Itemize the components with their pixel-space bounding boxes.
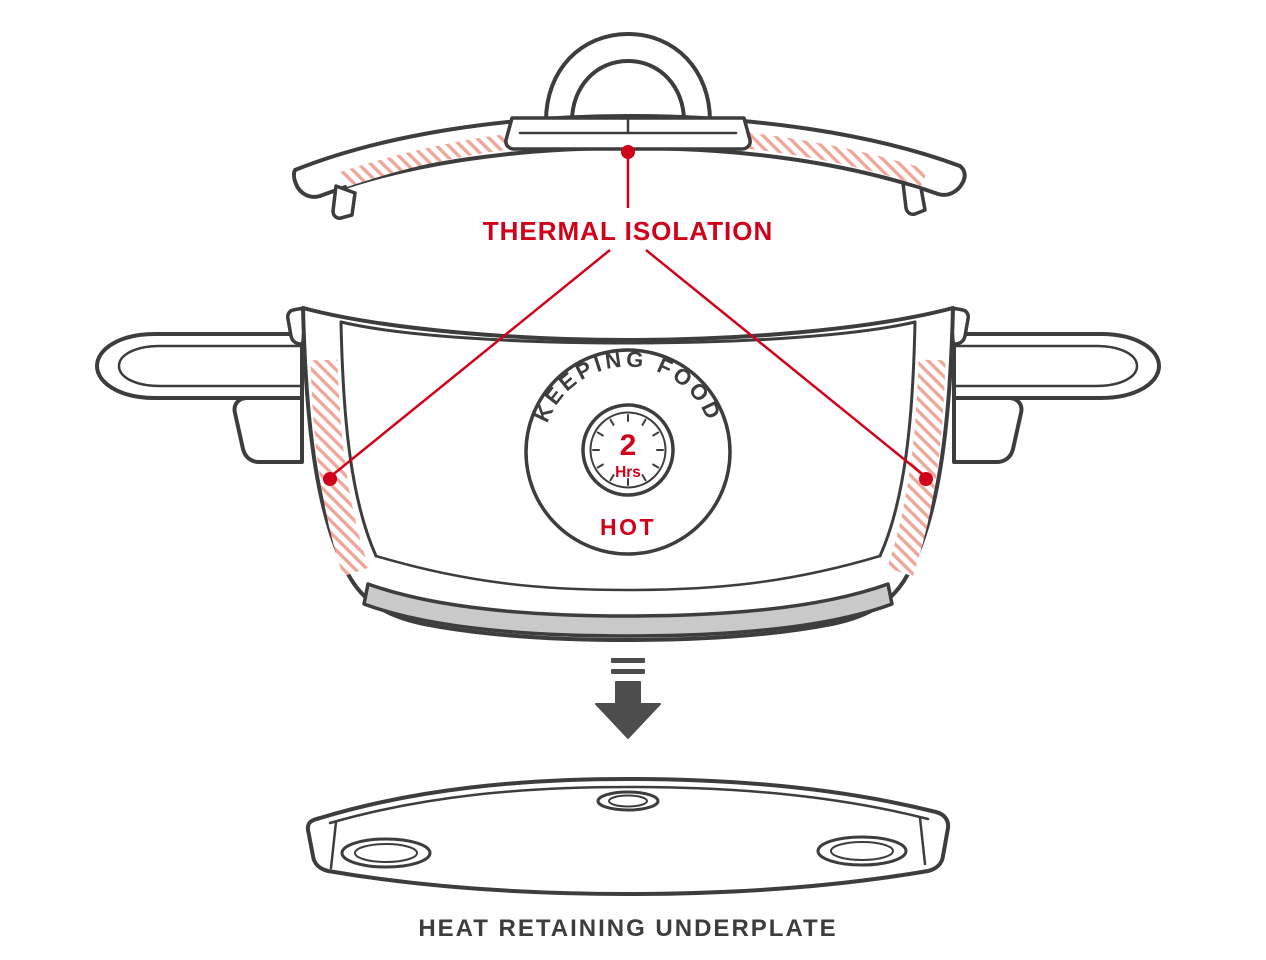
pot-handle-bracket (232, 396, 304, 464)
annotation-dot-right-wall (919, 472, 933, 486)
clock-icon: 2 Hrs (581, 403, 675, 497)
pot-right-handle (950, 306, 1161, 464)
clock-ticks (592, 414, 664, 486)
badge-hours-value: 2 (620, 429, 637, 462)
underplate-foot-left (340, 837, 432, 869)
pot-handle-grip (95, 332, 304, 400)
pot-inner-wall-right (878, 320, 917, 558)
badge-hours-unit: Hrs (615, 464, 641, 481)
annotation-line-left-wall (329, 249, 611, 478)
underplate-center-recess (596, 790, 660, 812)
annotation-line-right-wall (645, 249, 927, 478)
underplate-seam-left (329, 820, 338, 870)
transfer-indicator (595, 658, 661, 739)
pot-handle-grip-inner (117, 344, 304, 388)
underplate-rim-line (328, 785, 930, 825)
pot-inner-wall-left (339, 320, 378, 558)
underplate-label: HEAT RETAINING UNDERPLATE (418, 915, 837, 942)
annotation-dot-lid (621, 145, 635, 159)
pot-cavity-bottom (374, 554, 882, 592)
pot-rim-inner-arc (339, 320, 917, 345)
pot-insulation-right (887, 359, 946, 577)
clock-outer-ring (581, 403, 675, 497)
thermal-isolation-label: THERMAL ISOLATION (483, 216, 773, 246)
pot-rim-lip (286, 306, 306, 346)
lid-insulation-hatch (340, 126, 928, 187)
lid-left-lip (331, 184, 357, 220)
badge-state-text: HOT (600, 514, 656, 540)
lid-body (291, 114, 967, 199)
annotation-dot-left-wall (323, 472, 337, 486)
lid-right-lip (901, 181, 927, 216)
down-arrow-icon (595, 681, 661, 739)
pot-base-layer (362, 582, 894, 638)
lid-illustration (291, 32, 967, 220)
annotation-thermal-isolation: THERMAL ISOLATION (323, 145, 933, 486)
underplate-illustration (305, 777, 951, 896)
keeping-food-badge: KEEPING FOOD (524, 346, 732, 556)
equals-icon (611, 658, 645, 674)
lid-knob-mount (504, 116, 752, 151)
underplate-foot-right (816, 835, 908, 867)
underplate-seam-right (918, 816, 927, 866)
lid-handle (544, 32, 712, 123)
clock-inner-ring (589, 411, 667, 489)
pot-insulation-left (310, 359, 369, 577)
pot-left-handle (95, 306, 306, 464)
underplate-body (305, 777, 951, 896)
